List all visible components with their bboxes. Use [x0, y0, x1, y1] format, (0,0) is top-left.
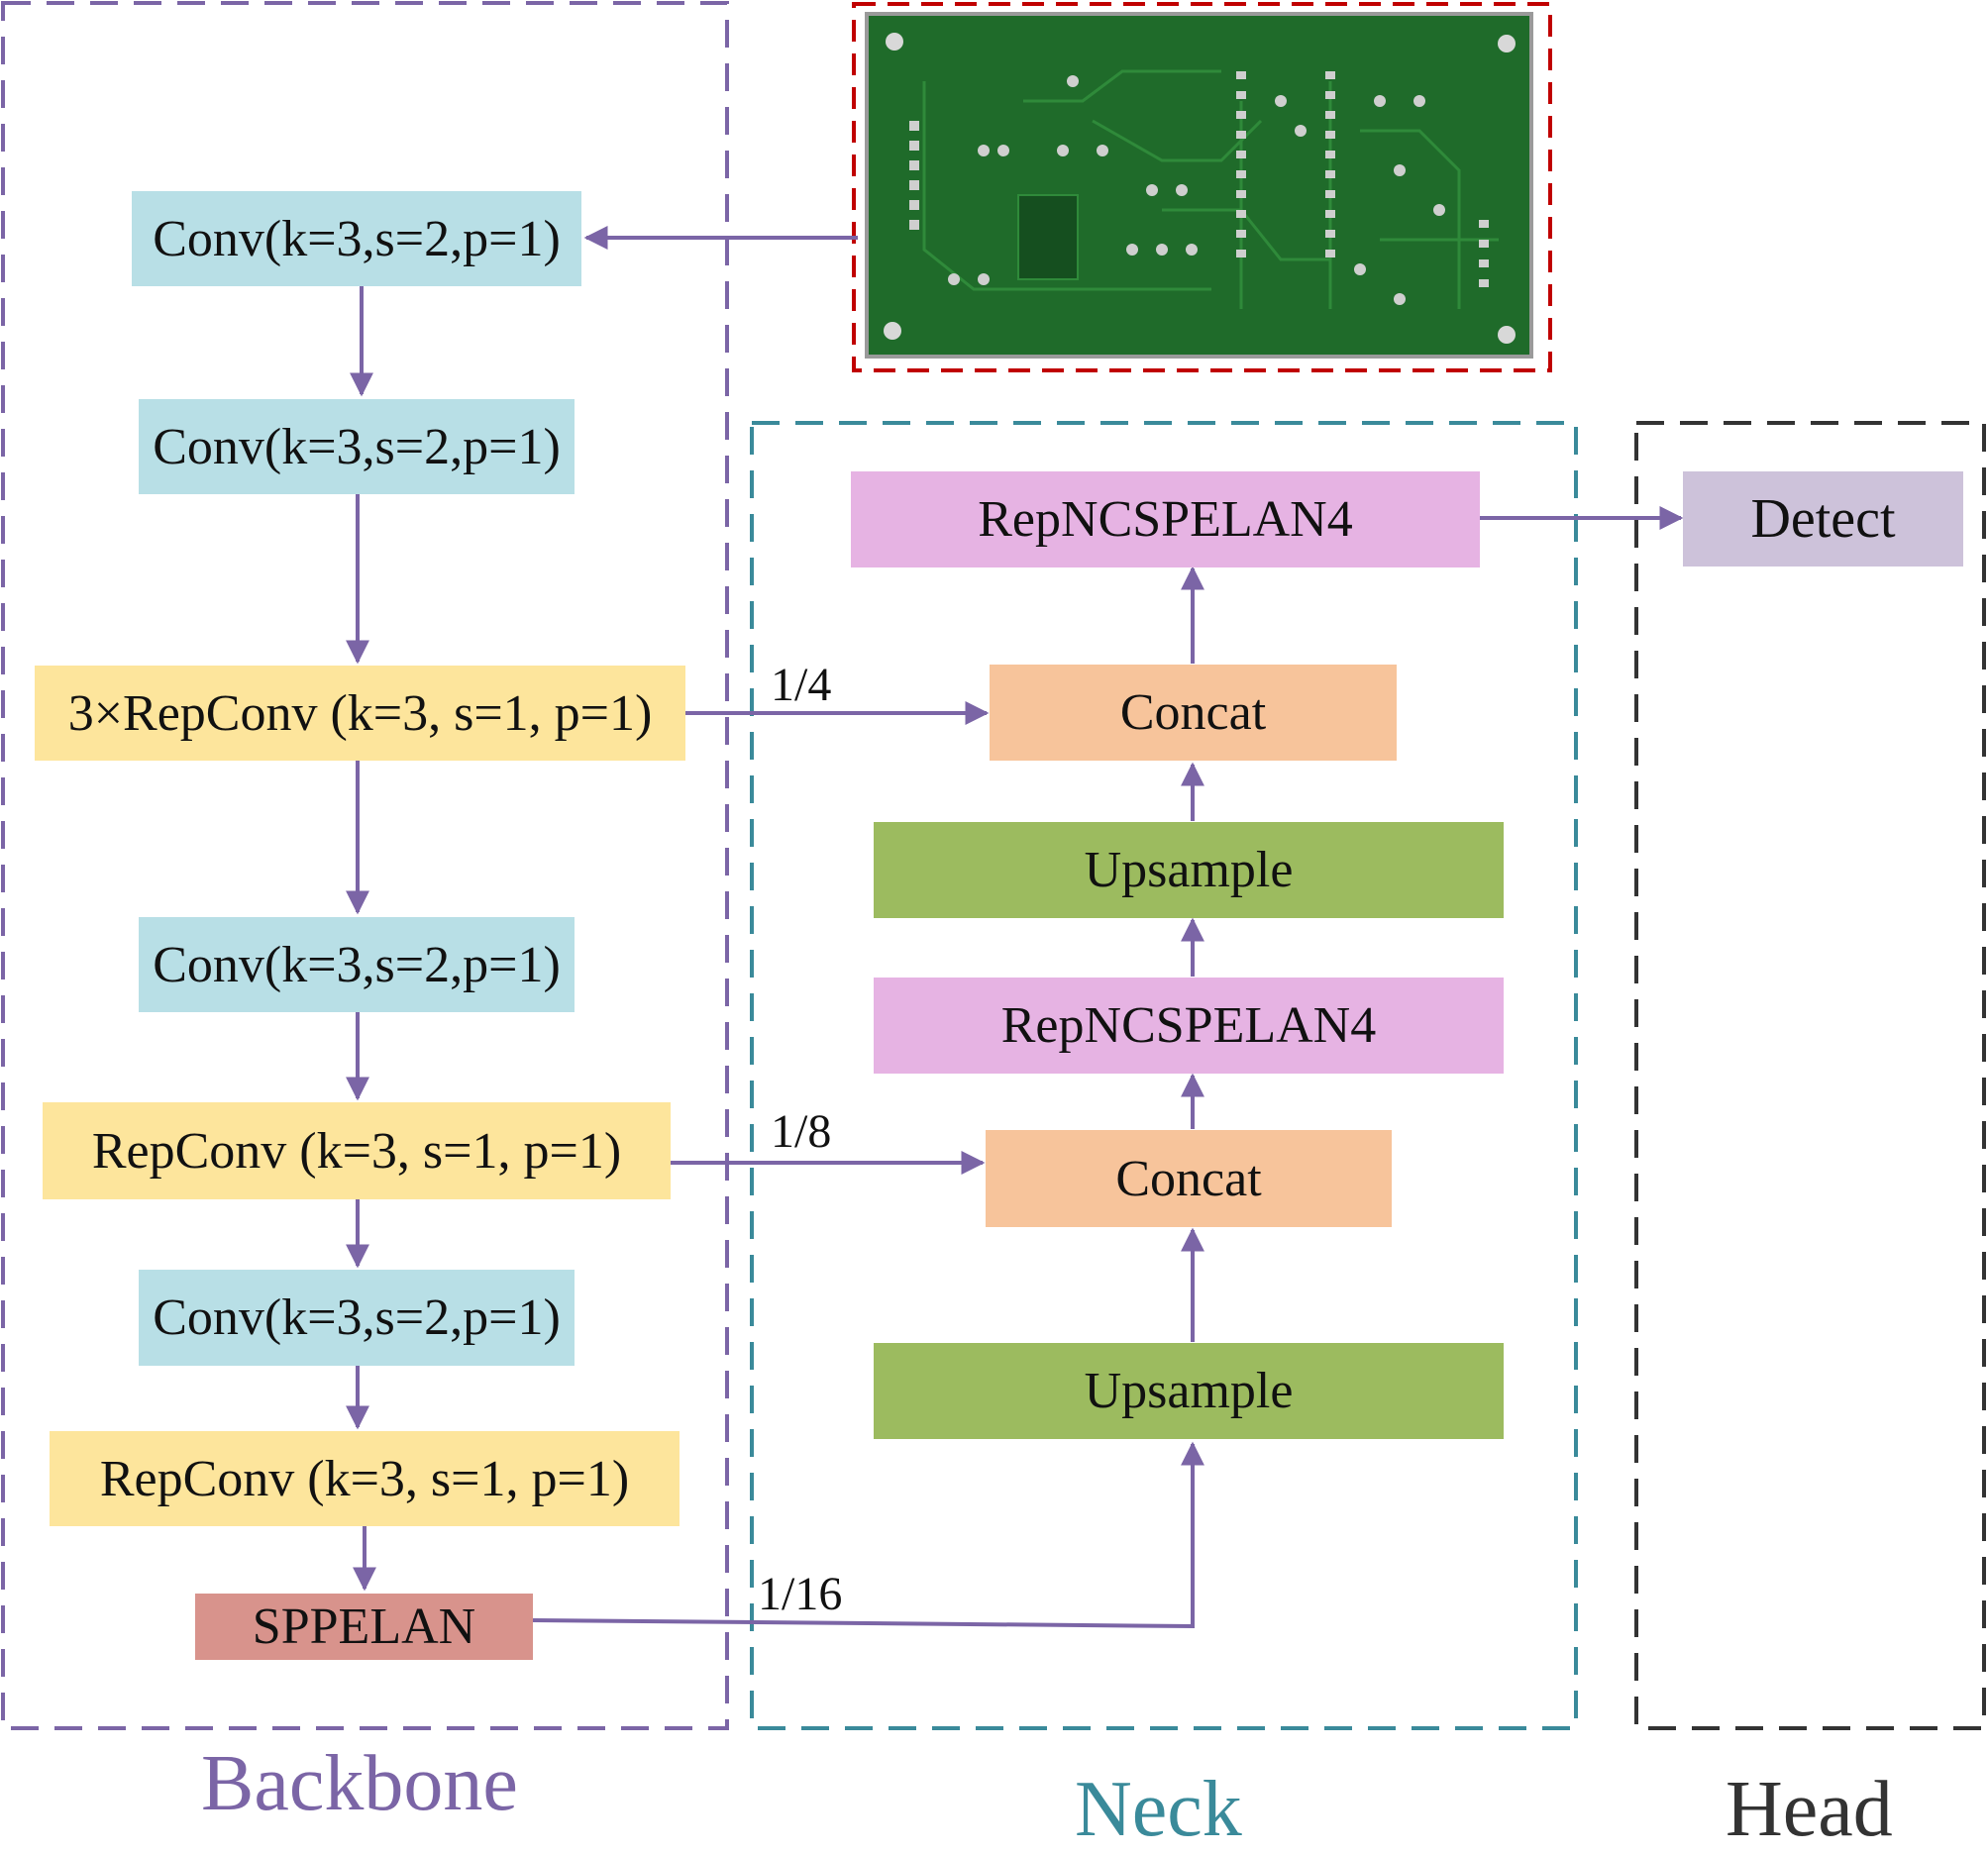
backbone-conv2: Conv(k=3,s=2,p=1) [139, 399, 575, 494]
neck-repncspelan-mid: RepNCSPELAN4 [874, 978, 1504, 1074]
edge-label-quarter: 1/4 [771, 659, 832, 711]
backbone-conv3: Conv(k=3,s=2,p=1) [139, 917, 575, 1012]
backbone-sppelan: SPPELAN [195, 1594, 533, 1660]
backbone-conv1: Conv(k=3,s=2,p=1) [132, 191, 581, 286]
neck-concat-top: Concat [990, 665, 1397, 761]
input-image-border [852, 2, 1552, 372]
pcb-board-photo [865, 12, 1533, 359]
arrow-sppelan-to-upsample-bottom [532, 1441, 1204, 1629]
backbone-conv4: Conv(k=3,s=2,p=1) [139, 1270, 575, 1366]
neck-concat-bottom: Concat [986, 1130, 1392, 1227]
region-label-backbone: Backbone [201, 1740, 518, 1827]
region-label-head: Head [1726, 1766, 1893, 1853]
neck-upsample-top: Upsample [874, 822, 1504, 918]
neck-region-border [750, 421, 1578, 1730]
backbone-repconv2: RepConv (k=3, s=1, p=1) [50, 1431, 680, 1526]
head-region-border [1634, 421, 1986, 1730]
edge-label-eighth: 1/8 [771, 1105, 832, 1158]
backbone-repconv1: RepConv (k=3, s=1, p=1) [43, 1102, 671, 1199]
backbone-region-border [1, 1, 729, 1730]
edge-label-sixteenth: 1/16 [758, 1568, 843, 1620]
head-detect: Detect [1683, 471, 1963, 567]
neck-upsample-bottom: Upsample [874, 1343, 1504, 1439]
region-label-neck: Neck [1075, 1766, 1242, 1853]
backbone-repconv-3x: 3×RepConv (k=3, s=1, p=1) [35, 666, 685, 761]
neck-repncspelan-top: RepNCSPELAN4 [851, 471, 1480, 567]
